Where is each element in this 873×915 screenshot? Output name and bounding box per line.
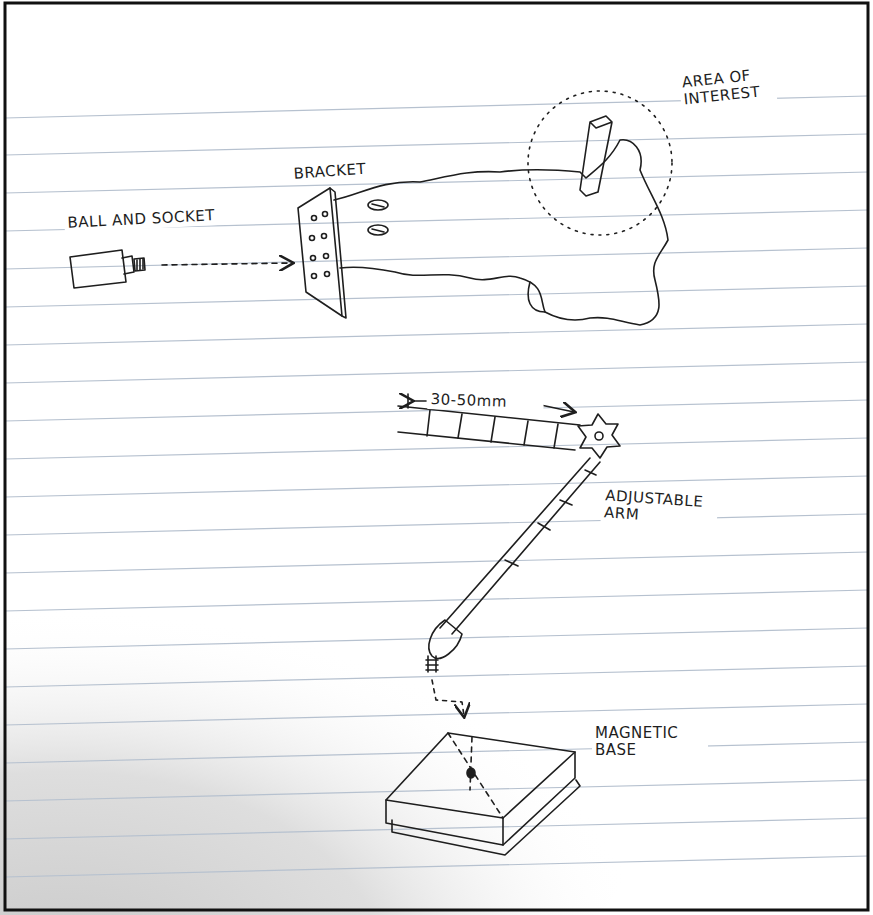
rod xyxy=(580,116,612,196)
dimension-tick xyxy=(407,394,409,408)
frame xyxy=(5,3,868,910)
dashed-arrow xyxy=(162,263,292,265)
ball-socket-mount xyxy=(70,250,145,288)
ruled-lines xyxy=(5,96,868,877)
dashed-arrow xyxy=(432,680,464,716)
area-circle xyxy=(528,91,672,235)
magnetic-base xyxy=(386,733,580,855)
adjustable-arm xyxy=(398,406,620,672)
part-label: MAGNETIC BASE xyxy=(592,724,708,761)
dimension-label: 30-50mm xyxy=(427,390,544,413)
bracket xyxy=(298,188,346,318)
dimension-arrow xyxy=(412,400,426,402)
